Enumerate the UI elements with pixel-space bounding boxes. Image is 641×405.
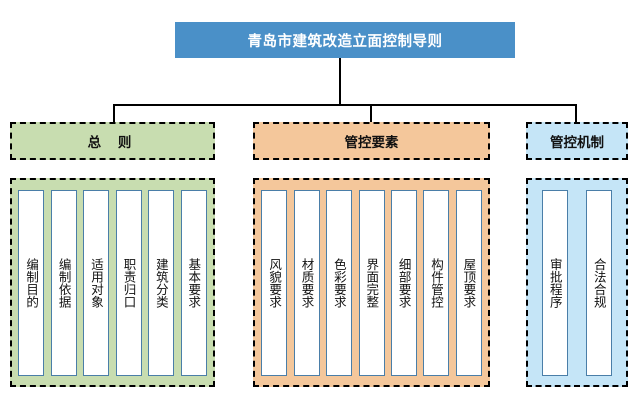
list-item: 编制目的 (18, 189, 45, 376)
item-label: 构件管控 (429, 257, 444, 308)
list-item: 色彩要求 (326, 189, 353, 376)
list-item: 审批程序 (542, 189, 568, 376)
list-item: 基本要求 (180, 189, 207, 376)
connector-horizontal-bar (113, 104, 577, 106)
item-label: 风貌要求 (267, 257, 283, 308)
item-label: 适用对象 (89, 257, 105, 308)
connector-drop-control-elements (370, 104, 372, 122)
item-label: 编制依据 (56, 257, 72, 308)
item-label: 合法合规 (591, 257, 607, 308)
section-header-control-elements: 管控要素 (253, 122, 490, 160)
item-label: 职责归口 (121, 257, 137, 308)
connector-stem (339, 58, 341, 105)
section-header-general: 总 则 (10, 122, 215, 160)
section-title-control-mechanism: 管控机制 (550, 135, 604, 151)
list-item: 材质要求 (293, 189, 320, 376)
item-label: 编制目的 (24, 257, 40, 308)
item-label: 基本要求 (186, 257, 202, 308)
root-title-label: 青岛市建筑改造立面控制导则 (247, 33, 443, 50)
list-item: 构件管控 (423, 189, 450, 376)
item-label: 屋顶要求 (461, 257, 477, 308)
item-label: 细部要求 (396, 257, 412, 308)
list-item: 界面完整 (358, 189, 385, 376)
connector-drop-general (113, 104, 115, 122)
section-header-control-mechanism: 管控机制 (526, 122, 628, 160)
list-item: 细部要求 (390, 189, 417, 376)
item-label: 材质要求 (299, 257, 315, 308)
item-label: 审批程序 (547, 257, 563, 308)
item-label: 色彩要求 (331, 257, 347, 308)
list-item: 职责归口 (115, 189, 142, 376)
item-label: 界面完整 (364, 257, 380, 308)
list-item: 风貌要求 (261, 189, 288, 376)
section-title-control-elements: 管控要素 (344, 135, 399, 151)
root-title-box: 青岛市建筑改造立面控制导则 (175, 22, 515, 58)
section-panel-general: 编制目的 编制依据 适用对象 职责归口 建筑分类 基本要求 (10, 178, 215, 387)
section-panel-control-elements: 风貌要求 材质要求 色彩要求 界面完整 细部要求 构件管控 屋顶要求 (253, 178, 490, 387)
list-item: 编制依据 (50, 189, 77, 376)
list-item: 适用对象 (83, 189, 110, 376)
list-item: 合法合规 (586, 189, 612, 376)
section-title-general: 总 则 (87, 135, 138, 151)
connector-drop-control-mechanism (575, 104, 577, 122)
item-label: 建筑分类 (153, 257, 169, 308)
section-panel-control-mechanism: 审批程序 合法合规 (526, 178, 628, 387)
list-item: 屋顶要求 (455, 189, 482, 376)
list-item: 建筑分类 (148, 189, 175, 376)
